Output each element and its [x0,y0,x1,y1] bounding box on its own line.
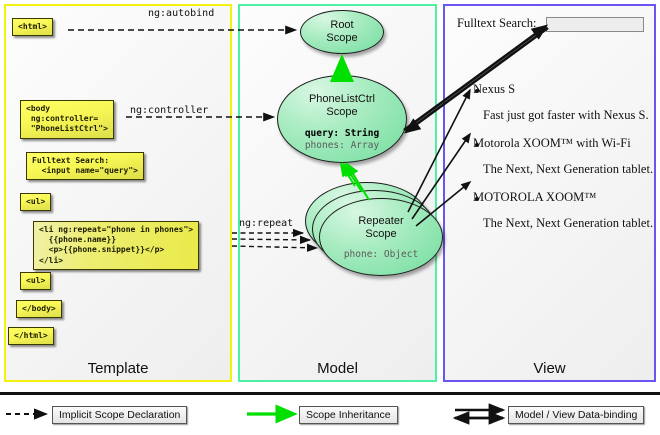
panel-label-template: Template [87,360,149,377]
view-item-snippet-1: Fast just got faster with Nexus S. [483,108,649,122]
scope-repeater-title-2: Scope [365,228,397,240]
edge-label-repeat: ng:repeat [239,218,294,229]
scope-root-title-2: Scope [326,32,358,44]
scope-repeater-prop-phone: phone: Object [343,249,419,260]
code-box-ul-close: <ul> [20,272,52,291]
legend-item-implicit-scope-declaration: Implicit Scope Declaration [52,406,188,424]
legend-item-model-view-data-binding: Model / View Data-binding [508,406,645,424]
scope-root: Root Scope [300,10,384,54]
legend-item-scope-inheritance: Scope Inheritance [299,406,398,424]
view-bullet-icon [475,197,479,201]
view-item-name-1: Nexus S [473,82,516,96]
view-item-snippet-2: The Next, Next Generation tablet. [483,162,654,176]
code-box-search: Fulltext Search: <input name="query"> [26,152,144,181]
code-box-html-close: </html> [8,327,54,346]
edge-label-controller: ng:controller [130,105,209,116]
view-bullet-icon [475,143,479,147]
scope-repeater-title-1: Repeater [358,215,404,227]
code-box-body-close: </body> [16,300,62,319]
code-box-li-repeat: <li ng:repeat="phone in phones"> {{phone… [33,221,200,270]
view-search-label: Fulltext Search: [457,16,537,30]
scope-phonelistctrl-prop-query: query: String [304,128,380,139]
scope-phonelistctrl-title-2: Scope [326,106,358,118]
view-item-name-2: Motorola XOOM™ with Wi-Fi [473,136,631,150]
view-item-snippet-3: The Next, Next Generation tablet. [483,216,654,230]
view-rendered-page: Fulltext Search: Nexus S Fast just got f… [451,12,653,262]
scope-phonelistctrl-prop-phones: phones: Array [304,140,380,151]
scope-root-title-1: Root [330,19,354,31]
code-box-html: <html> [12,18,53,37]
scope-phonelistctrl: PhoneListCtrl Scope query: String phones… [277,75,407,163]
view-search-input[interactable] [546,17,644,32]
panel-label-view: View [533,360,566,377]
scope-phonelistctrl-title-1: PhoneListCtrl [308,93,376,105]
legend: Implicit Scope Declaration Scope Inherit… [0,392,660,435]
legend-arrow-glyphs [6,403,506,425]
legend-divider [0,392,660,395]
code-box-ul-open: <ul> [20,193,52,212]
code-box-body: <body ng:controller= "PhoneListCtrl"> [20,100,114,139]
panel-label-model: Model [317,360,358,377]
scope-repeater: Repeater Scope phone: Object [319,198,443,276]
view-item-name-3: MOTOROLA XOOM™ [473,190,597,204]
edge-label-autobind: ng:autobind [148,8,215,19]
